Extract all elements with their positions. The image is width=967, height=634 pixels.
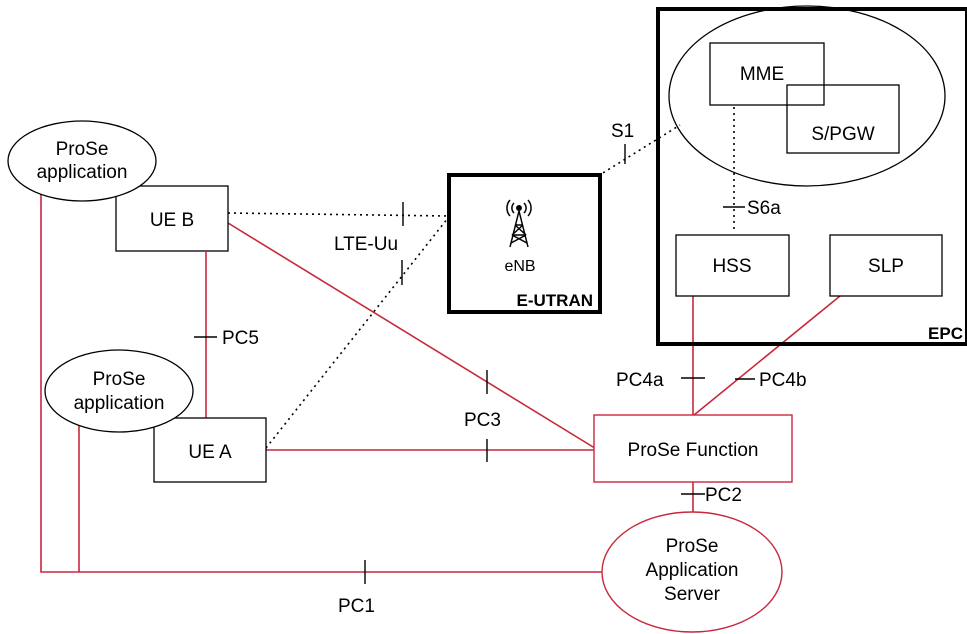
ue-b-box [115,185,229,252]
pc1-label: PC1 [338,596,375,617]
dotted-links [227,107,735,449]
mme-box [709,42,825,106]
prose-application-2-line-2: application [74,393,165,414]
pc4b-label: PC4b [759,370,807,391]
prose-application-server-ellipse [601,511,783,633]
pc5-label: PC5 [222,328,259,349]
tick-marks [194,144,755,584]
ue-a-label: UE A [188,442,232,463]
s1-label: S1 [611,121,634,142]
pc4a-label: PC4a [616,370,664,391]
mme-label: MME [740,64,784,85]
ue-a-box [153,417,267,483]
slp-label: SLP [868,256,904,277]
prose-function-label: ProSe Function [628,440,759,461]
lte-uu-line-ue-a [265,217,449,449]
prose-application-server-line-2: Application [646,560,739,581]
slp-box [829,234,943,297]
pc3-label: PC3 [464,410,501,431]
prose-function-box [593,414,793,483]
enb-label: eNB [504,258,535,275]
pc1-line-app1 [40,170,605,573]
spgw-label: S/PGW [811,124,874,145]
prose-application-2-line-1: ProSe [93,369,146,390]
prose-links [40,170,841,573]
s6a-label: S6a [747,198,781,219]
s1-line [597,124,681,177]
eutran-frame [447,173,602,314]
ue-b-label: UE B [150,210,194,231]
antenna-tower-icon [506,199,532,248]
hss-box [675,234,790,297]
prose-application-1-line-2: application [37,162,128,183]
prose-application-ellipse-1 [7,120,157,202]
spgw-box [786,84,900,154]
lte-uu-line-ue-b [227,212,449,217]
prose-application-1-line-1: ProSe [56,139,109,160]
pc2-label: PC2 [705,485,742,506]
prose-application-ellipse-2 [44,349,194,433]
interface-labels: S1 S6a LTE-Uu PC5 PC3 PC4a PC4b PC2 PC1 [222,121,807,617]
pc3-line-ue-b [227,222,599,451]
epc-frame [656,7,967,346]
eutran-label: E-UTRAN [517,291,594,310]
prose-application-server-line-3: Server [664,584,721,605]
lte-uu-label: LTE-Uu [334,234,398,255]
pc4b-line [693,295,841,416]
hss-label: HSS [712,256,751,277]
prose-application-server-line-1: ProSe [666,536,719,557]
epc-core-ellipse [668,5,946,187]
epc-label: EPC [928,324,963,343]
